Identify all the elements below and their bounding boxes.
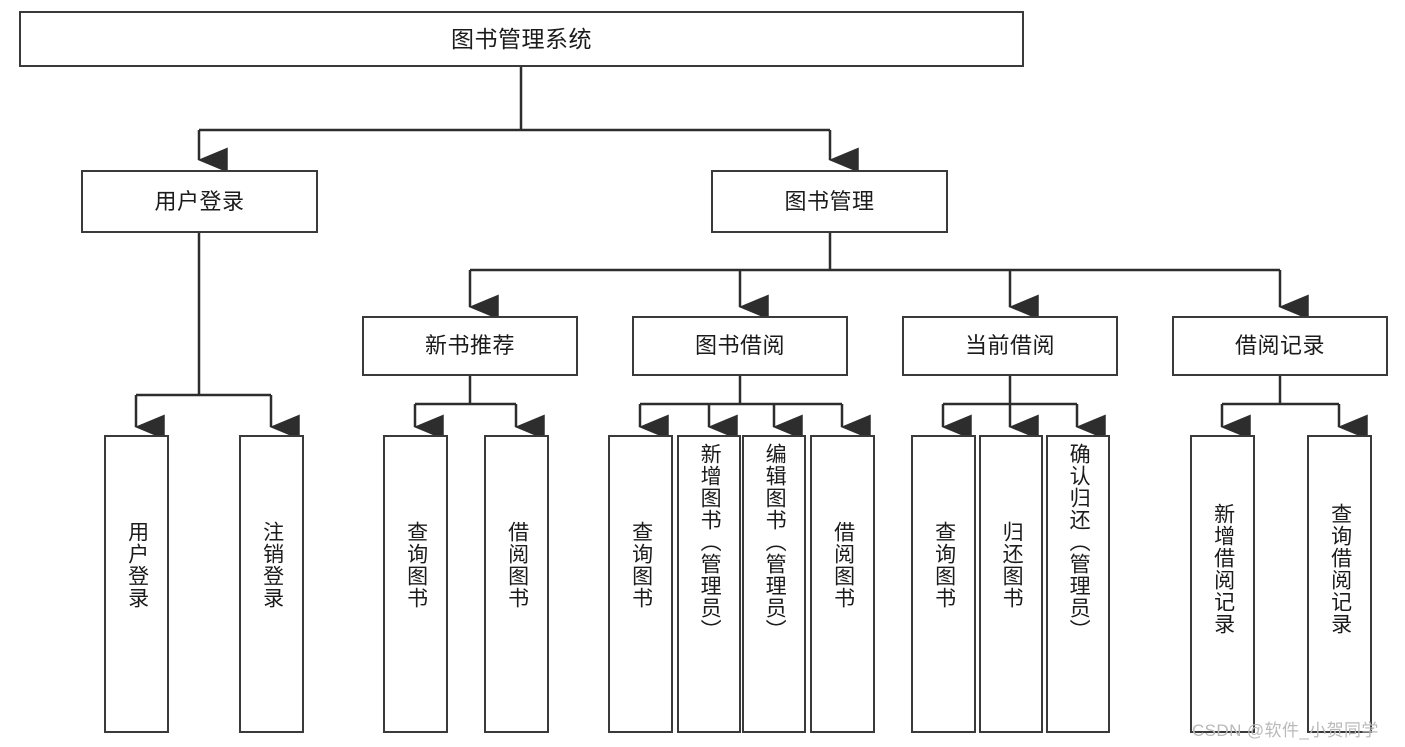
node-user-login[interactable]: 用户登录: [81, 170, 318, 233]
leaf-confirm-return-admin[interactable]: 确认归还（管理员）: [1046, 435, 1110, 733]
node-book-management[interactable]: 图书管理: [711, 170, 948, 233]
leaf-borrow-book[interactable]: 借阅图书: [810, 435, 875, 733]
node-root-book-management-system[interactable]: 图书管理系统: [19, 11, 1024, 67]
node-label: 新书推荐: [424, 333, 515, 359]
node-label: 用户登录: [125, 521, 149, 609]
node-label: 查询图书: [404, 521, 428, 609]
node-label: 图书管理系统: [451, 25, 592, 52]
node-label: 图书管理: [784, 188, 875, 214]
leaf-query-book-borrow[interactable]: 查询图书: [608, 435, 673, 733]
node-label: 确认归还（管理员）: [1067, 443, 1091, 641]
node-label: 借阅记录: [1234, 333, 1325, 359]
node-borrow-record[interactable]: 借阅记录: [1172, 316, 1388, 376]
node-new-book-recommend[interactable]: 新书推荐: [362, 316, 578, 376]
leaf-add-borrow-record[interactable]: 新增借阅记录: [1190, 435, 1255, 733]
leaf-logout-login[interactable]: 注销登录: [239, 435, 304, 733]
node-label: 注销登录: [260, 521, 284, 609]
node-label: 查询图书: [932, 521, 956, 609]
leaf-query-borrow-record[interactable]: 查询借阅记录: [1307, 435, 1372, 733]
leaf-edit-book-admin[interactable]: 编辑图书（管理员）: [742, 435, 806, 733]
leaf-query-book-recommend[interactable]: 查询图书: [383, 435, 448, 733]
node-label: 新增图书（管理员）: [698, 443, 722, 641]
leaf-query-book-current[interactable]: 查询图书: [911, 435, 976, 733]
node-label: 归还图书: [1000, 521, 1024, 609]
node-book-borrow[interactable]: 图书借阅: [632, 316, 848, 376]
node-label: 当前借阅: [964, 333, 1055, 359]
node-label: 图书借阅: [694, 333, 785, 359]
leaf-borrow-book-recommend[interactable]: 借阅图书: [484, 435, 549, 733]
leaf-return-book[interactable]: 归还图书: [979, 435, 1043, 733]
node-label: 借阅图书: [831, 521, 855, 609]
csdn-watermark: CSDN @软件_小贺同学: [1192, 721, 1379, 740]
node-label: 用户登录: [154, 188, 245, 214]
node-label: 查询图书: [629, 521, 653, 609]
leaf-add-book-admin[interactable]: 新增图书（管理员）: [677, 435, 741, 733]
node-label: 查询借阅记录: [1328, 503, 1352, 635]
node-current-borrow[interactable]: 当前借阅: [902, 316, 1118, 376]
node-label: 借阅图书: [505, 521, 529, 609]
node-label: 新增借阅记录: [1211, 503, 1235, 635]
leaf-user-login[interactable]: 用户登录: [104, 435, 169, 733]
node-label: 编辑图书（管理员）: [763, 443, 787, 641]
